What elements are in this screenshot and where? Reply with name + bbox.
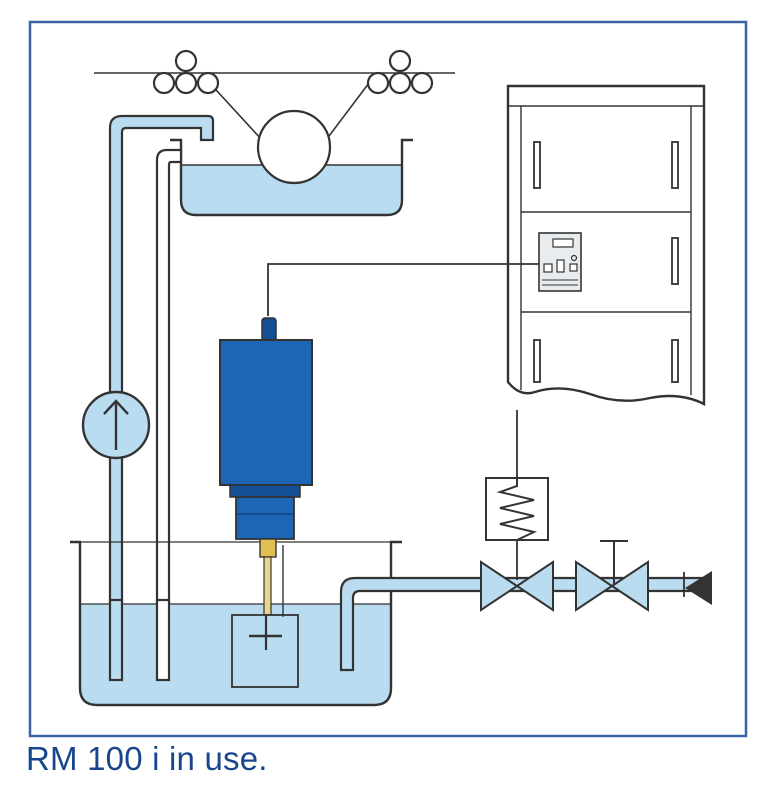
figure-caption: RM 100 i in use. <box>26 740 268 777</box>
roller-set-right <box>366 49 434 95</box>
arrow-up-icon <box>103 399 129 450</box>
arrow-left-icon <box>683 571 712 605</box>
measuring-cell <box>231 614 299 688</box>
signal-cable <box>267 263 539 316</box>
stirrer-motor <box>219 317 313 617</box>
roller-set-left <box>152 49 220 95</box>
immersion-roller <box>256 109 332 185</box>
circulation-pump <box>81 390 151 460</box>
diagram-frame <box>28 20 748 738</box>
overflow-pipe <box>155 148 183 682</box>
spring-solenoid <box>485 410 549 580</box>
viscosity-controller <box>538 232 582 292</box>
control-cabinet <box>506 84 706 406</box>
valve-icon <box>575 540 649 612</box>
valve-icon <box>480 560 554 612</box>
